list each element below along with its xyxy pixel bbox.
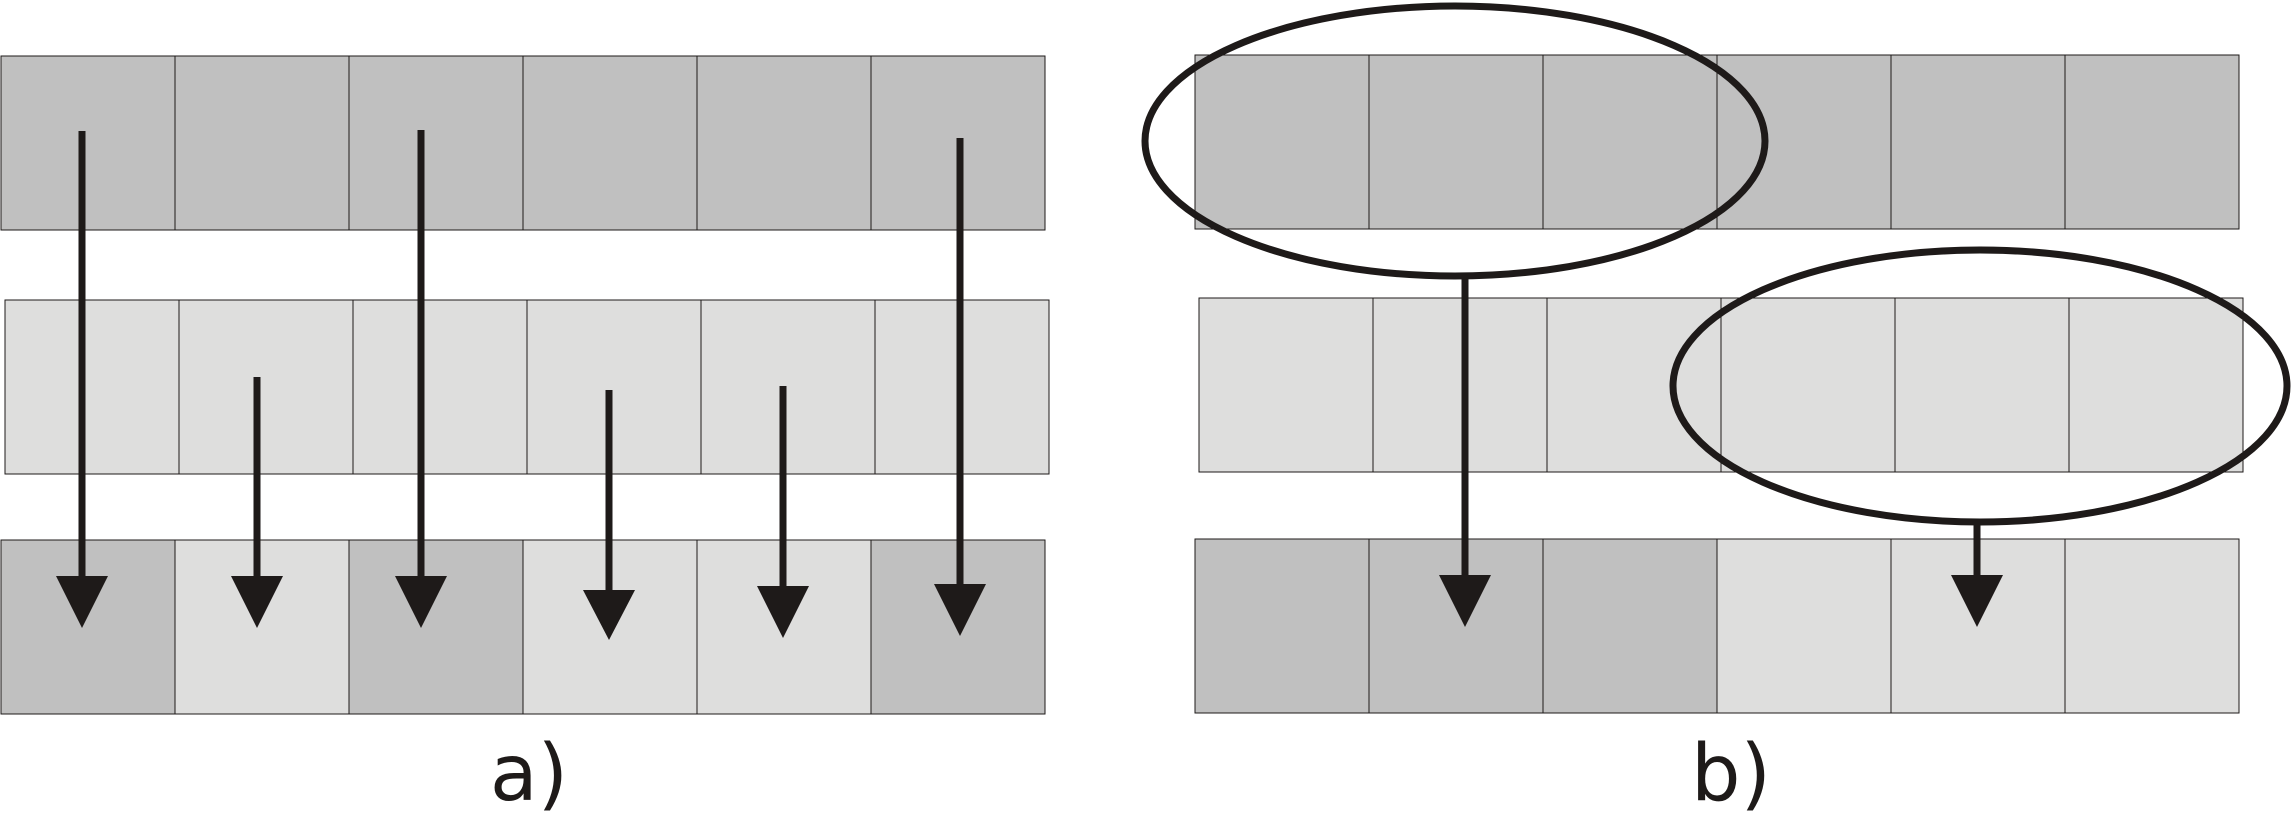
panel-b-arrows [1439, 277, 2003, 627]
panel-b-cell-r2-c5 [2064, 538, 2240, 714]
panel-a-label: a) [490, 729, 568, 819]
down-arrow-icon [1439, 277, 1491, 627]
panel-b-cell-r0-c2 [1542, 54, 1718, 230]
panel-b-cell-r1-c5 [2068, 297, 2244, 473]
panel-a-cell-r1-c2 [352, 299, 528, 475]
panel-a-cell-r1-c3 [526, 299, 702, 475]
panel-b-cell-r0-c0 [1194, 54, 1370, 230]
panel-b-cell-r1-c0 [1198, 297, 1374, 473]
panel-b-cell-r2-c0 [1194, 538, 1370, 714]
down-arrow-icon [231, 377, 283, 628]
panel-a-cell-r1-c0 [4, 299, 180, 475]
panel-b-groups [1141, 2, 2291, 526]
group-ellipse-middle [1669, 246, 2291, 526]
panel-a-arrows [56, 130, 986, 640]
down-arrow-icon [1951, 519, 2003, 627]
down-arrow-icon [583, 390, 635, 640]
down-arrow-icon [395, 130, 447, 628]
panel-a-cell-r2-c0 [0, 539, 176, 715]
panel-b-cell-r2-c1 [1368, 538, 1544, 714]
panel-b-cell-r1-c4 [1894, 297, 2070, 473]
group-ellipse-top [1141, 2, 1769, 280]
panel-a: a) [0, 55, 1050, 819]
panel-a-row-top [0, 55, 1046, 231]
down-arrow-icon [934, 138, 986, 636]
panel-a-cell-r0-c3 [522, 55, 698, 231]
panel-a-cell-r0-c1 [174, 55, 350, 231]
panel-a-cell-r0-c2 [348, 55, 524, 231]
down-arrow-icon [757, 386, 809, 638]
panel-a-cell-r2-c1 [174, 539, 350, 715]
panel-b-row-top [1194, 54, 2240, 230]
panel-b-cell-r0-c4 [1890, 54, 2066, 230]
panel-b-row-middle [1198, 297, 2244, 473]
panel-b-cell-r1-c2 [1546, 297, 1722, 473]
panel-a-cell-r0-c4 [696, 55, 872, 231]
panel-a-row-middle [4, 299, 1050, 475]
panel-a-cell-r1-c4 [700, 299, 876, 475]
panel-a-cell-r0-c0 [0, 55, 176, 231]
panel-a-cell-r2-c2 [348, 539, 524, 715]
panel-a-row-bottom [0, 539, 1046, 715]
panel-b-row-bottom [1194, 538, 2240, 714]
panel-b-cell-r0-c5 [2064, 54, 2240, 230]
panel-a-cell-r1-c1 [178, 299, 354, 475]
panel-b: b) [1141, 2, 2291, 819]
panel-b-cell-r2-c3 [1716, 538, 1892, 714]
panel-b-cell-r2-c2 [1542, 538, 1718, 714]
panel-b-cell-r0-c3 [1716, 54, 1892, 230]
panel-b-label: b) [1691, 729, 1771, 819]
panel-b-cell-r1-c1 [1372, 297, 1548, 473]
panel-b-cell-r0-c1 [1368, 54, 1544, 230]
down-arrow-icon [56, 131, 108, 628]
panel-b-cell-r1-c3 [1720, 297, 1896, 473]
